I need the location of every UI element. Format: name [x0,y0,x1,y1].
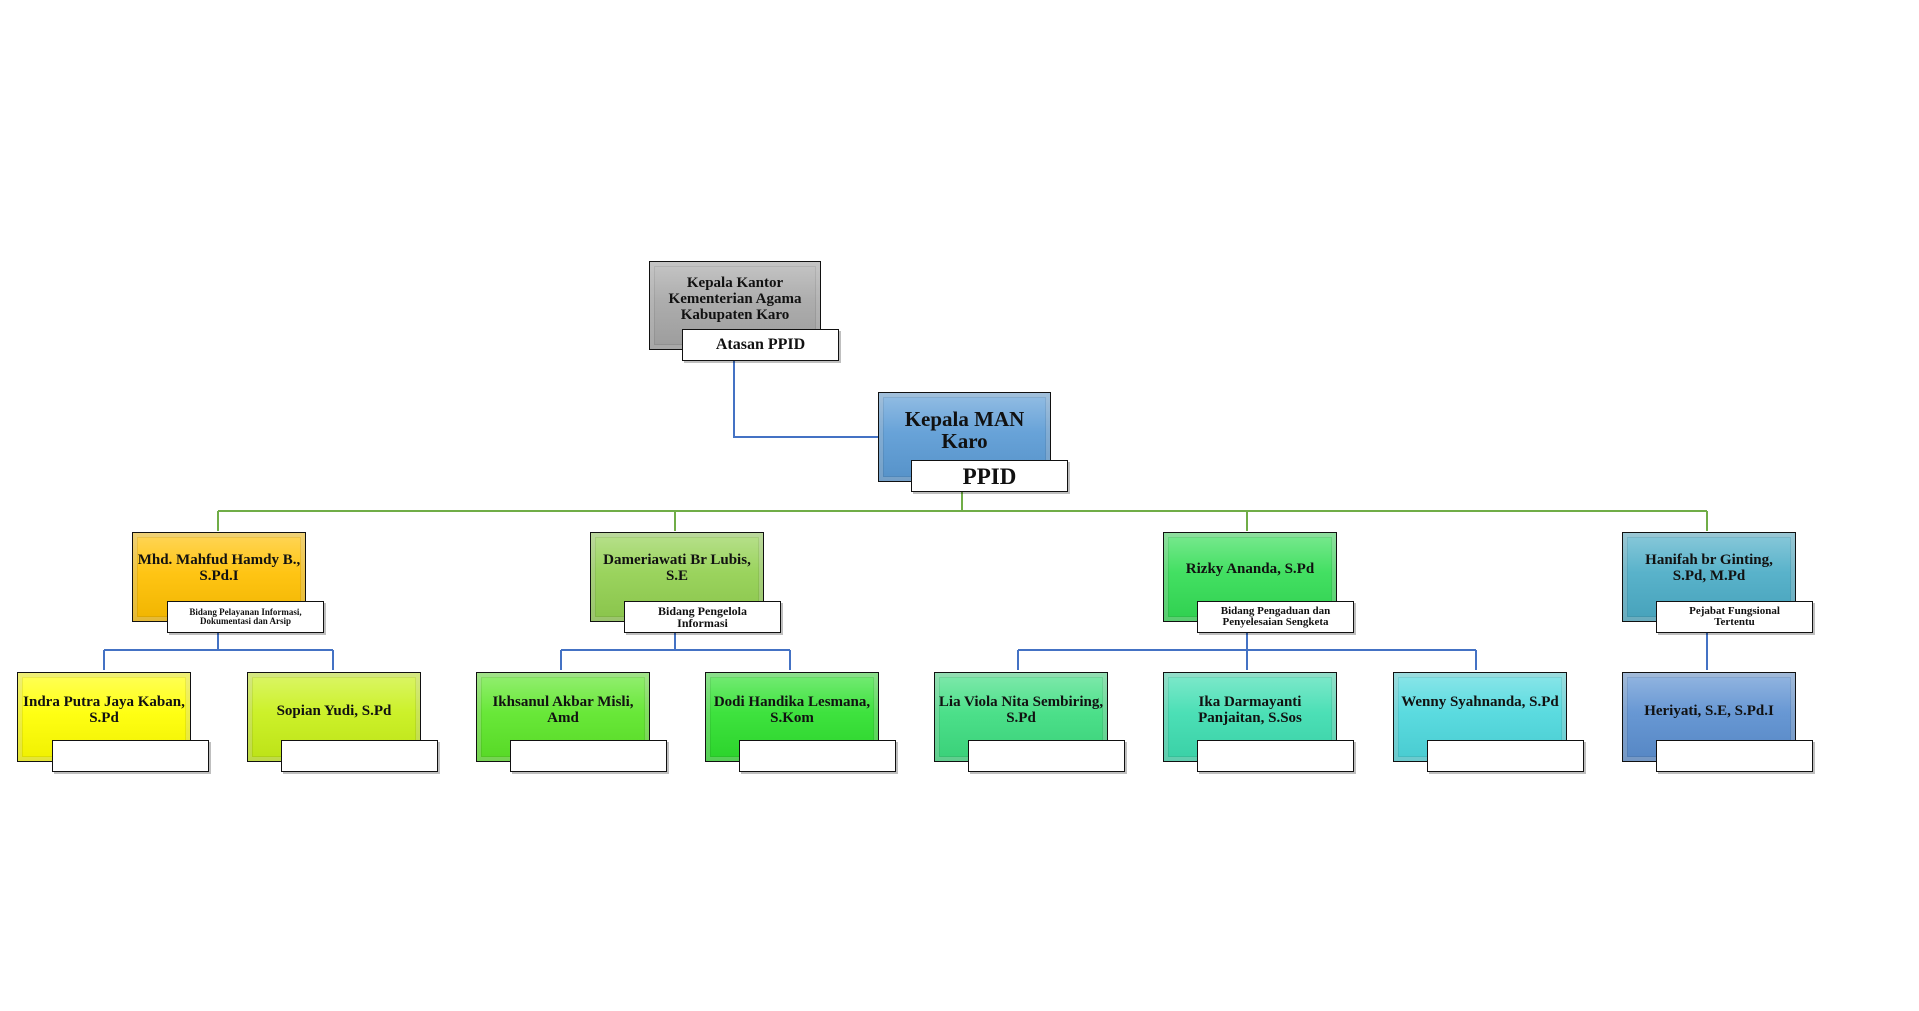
node-mahfud-name: Mhd. Mahfud Hamdy B., S.Pd.I [137,552,301,584]
label-rizky-text: Bidang Pengaduan dan Penyelesaian Sengke… [1220,605,1331,628]
label-ika [1197,740,1354,772]
label-ikhsanul [510,740,667,772]
connector-atasan-kepala [733,348,878,438]
label-dameriawati: Bidang Pengelola Informasi [624,601,781,633]
connector-rizky-staff [1017,632,1477,670]
label-wenny [1427,740,1584,772]
label-sopian [281,740,438,772]
connector-kepala-bidang [217,490,1708,531]
node-dameriawati-name: Dameriawati Br Lubis, S.E [603,552,751,584]
node-atasan-name: Kepala Kantor Kementerian Agama Kabupate… [668,275,802,323]
label-hanifah: Pejabat Fungsional Tertentu [1656,601,1813,633]
connector-dameriawati-staff [560,632,791,670]
label-mahfud-text: Bidang Pelayanan Informasi, Dokumentasi … [189,607,302,626]
connector-mahfud-staff [103,632,334,670]
node-hanifah-name: Hanifah br Ginting, S.Pd, M.Pd [1645,552,1773,584]
label-lia [968,740,1125,772]
label-atasan-text: Atasan PPID [715,336,806,353]
label-kepala: PPID [911,460,1068,492]
label-mahfud: Bidang Pelayanan Informasi, Dokumentasi … [167,601,324,633]
label-heriyati [1656,740,1813,772]
node-kepala-name: Kepala MAN Karo [904,407,1025,454]
label-dameriawati-text: Bidang Pengelola Informasi [657,604,747,630]
node-wenny[interactable]: Wenny Syahnanda, S.Pd [1393,672,1567,762]
node-ika-name: Ika Darmayanti Panjaitan, S.Sos [1198,694,1302,726]
node-wenny-name: Wenny Syahnanda, S.Pd [1401,694,1559,710]
label-dodi [739,740,896,772]
label-kepala-text: PPID [962,463,1017,489]
node-dodi-name: Dodi Handika Lesmana, S.Kom [713,694,871,726]
node-lia-name: Lia Viola Nita Sembiring, S.Pd [938,694,1104,726]
node-ikhsanul-name: Ikhsanul Akbar Misli, Amd [492,694,634,726]
label-rizky: Bidang Pengaduan dan Penyelesaian Sengke… [1197,601,1354,633]
label-hanifah-text: Pejabat Fungsional Tertentu [1689,605,1780,628]
node-heriyati-name: Heriyati, S.E, S.Pd.I [1644,703,1774,719]
label-atasan: Atasan PPID [682,329,839,361]
node-rizky-name: Rizky Ananda, S.Pd [1185,561,1315,577]
node-sopian-name: Sopian Yudi, S.Pd [276,703,392,719]
label-indra [52,740,209,772]
node-indra-name: Indra Putra Jaya Kaban, S.Pd [23,694,185,726]
